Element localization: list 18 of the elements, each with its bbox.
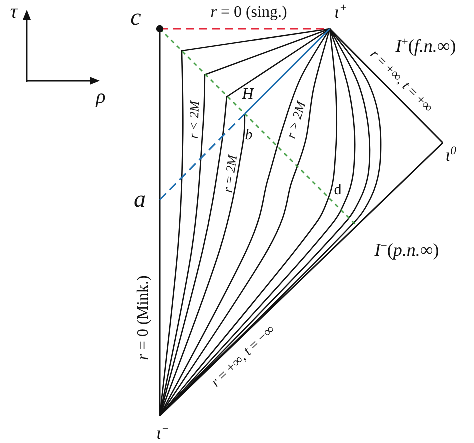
point-label: ι$^{0}$ bbox=[446, 146, 456, 164]
curve-label: r > 2M bbox=[284, 100, 308, 140]
boundary-label: I$^{−}$(p.n.∞) bbox=[374, 241, 440, 259]
curve-label: r < 2M bbox=[186, 100, 202, 140]
point-label: b bbox=[245, 128, 253, 144]
point-label: H bbox=[242, 87, 254, 103]
boundary-label: r = +∞, t = −∞ bbox=[210, 324, 278, 390]
boundary-label: r = 0 (Mink.) bbox=[136, 276, 152, 360]
point-label: ι$^{+}$ bbox=[334, 3, 348, 21]
axis-label: ρ bbox=[96, 87, 106, 107]
axis-label: τ bbox=[10, 2, 18, 22]
boundary-label: I$^{+}$(f.n.∞) bbox=[396, 37, 456, 55]
point-label: a bbox=[134, 188, 146, 212]
point-label: ι$^{−}$ bbox=[156, 424, 170, 442]
point-label: c bbox=[130, 6, 142, 30]
boundary-label: r = 0 (sing.) bbox=[210, 5, 288, 21]
curve-label: r = 2M bbox=[220, 154, 240, 194]
point-label: d bbox=[334, 184, 342, 198]
